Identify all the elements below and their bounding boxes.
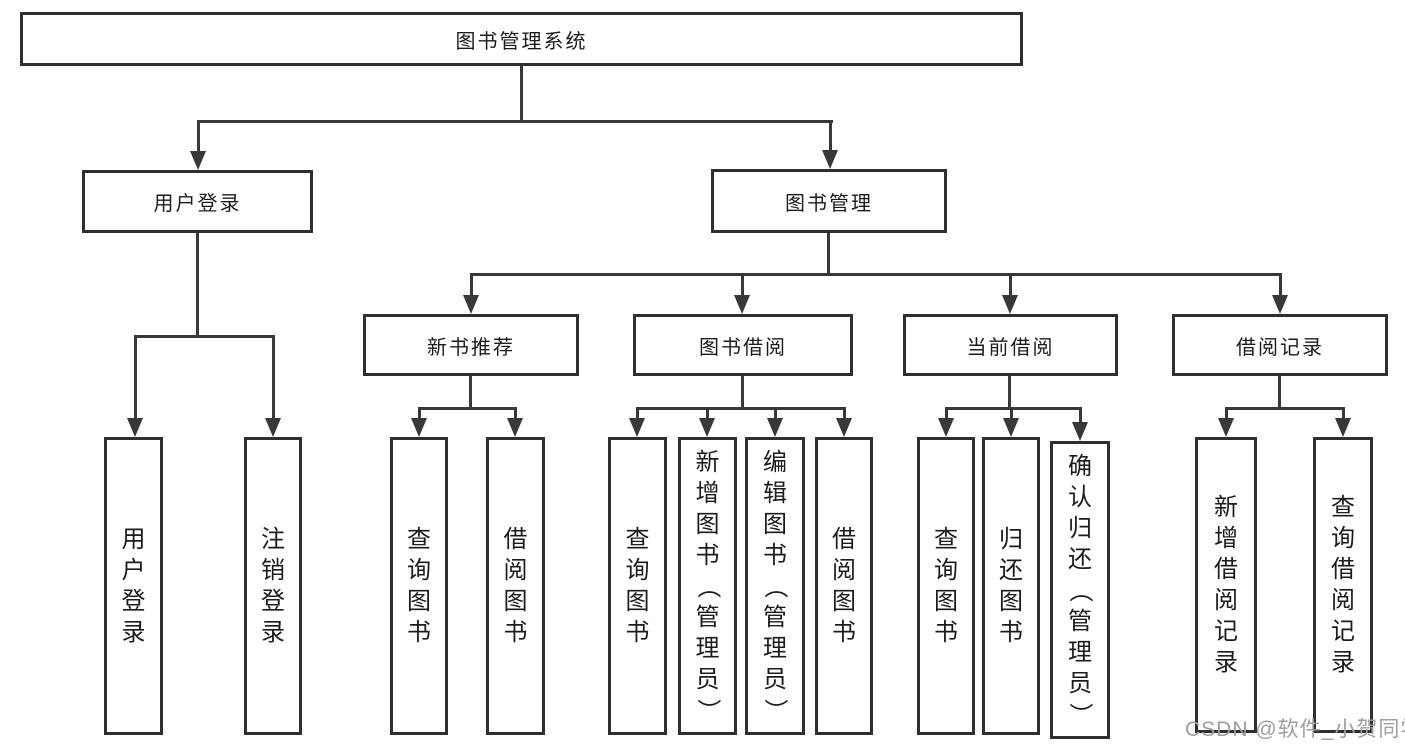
node-label: 编辑图书（管理员） — [761, 448, 789, 723]
connector-line — [1009, 273, 1012, 298]
connector-line — [514, 407, 517, 420]
leaf-return-books: 归还图书 — [982, 437, 1040, 735]
arrow-down — [734, 295, 750, 314]
leaf-add-borrow-record: 新增借阅记录 — [1195, 437, 1257, 733]
connector-line — [945, 407, 1082, 410]
arrow-down — [1002, 295, 1018, 314]
node-label: 用户登录 — [121, 526, 146, 646]
arrow-down — [127, 418, 143, 437]
node-label: 查询借阅记录 — [1331, 494, 1355, 676]
arrow-down — [190, 151, 206, 170]
connector-line — [470, 273, 473, 298]
connector-line — [1010, 407, 1013, 420]
node-borrow-records: 借阅记录 — [1172, 314, 1388, 376]
connector-line — [774, 407, 777, 420]
connector-line — [470, 273, 1282, 276]
node-book-borrowing: 图书借阅 — [633, 314, 853, 376]
node-label: 用户登录 — [153, 193, 242, 215]
connector-line — [741, 376, 744, 410]
arrow-down — [1218, 418, 1234, 437]
arrow-down — [629, 418, 645, 437]
node-book-management: 图书管理 — [711, 169, 947, 233]
connector-line — [272, 335, 275, 421]
connector-line — [945, 407, 948, 420]
arrow-down — [938, 418, 954, 437]
arrow-down — [767, 418, 783, 437]
connector-line — [196, 233, 199, 338]
leaf-confirm-return-admin: 确认归还（管理员） — [1050, 441, 1110, 739]
leaf-query-books-borrowing: 查询图书 — [608, 437, 667, 735]
leaf-query-borrow-record: 查询借阅记录 — [1313, 437, 1373, 733]
connector-line — [1225, 407, 1345, 410]
node-label: 借阅图书 — [832, 526, 856, 646]
arrow-down — [822, 150, 838, 169]
node-label: 新增借阅记录 — [1214, 494, 1238, 676]
leaf-edit-books-admin: 编辑图书（管理员） — [745, 437, 805, 735]
connector-line — [418, 407, 517, 410]
node-label: 借阅图书 — [503, 526, 528, 646]
arrow-down — [507, 418, 523, 437]
leaf-add-books-admin: 新增图书（管理员） — [678, 437, 737, 735]
connector-line — [197, 120, 200, 154]
connector-line — [1225, 407, 1228, 420]
connector-line — [1008, 376, 1011, 410]
leaf-user-login: 用户登录 — [104, 437, 163, 735]
node-label: 查询图书 — [407, 526, 431, 646]
node-label: 图书管理 — [785, 192, 873, 215]
node-label: 当前借阅 — [966, 336, 1055, 359]
arrow-down — [1072, 422, 1088, 441]
node-label: 注销登录 — [261, 526, 285, 646]
connector-line — [1278, 376, 1281, 410]
arrow-down — [699, 418, 715, 437]
arrow-down — [265, 418, 281, 437]
arrow-down — [463, 295, 479, 314]
csdn-watermark: CSDN @软件_小贺同学 — [1185, 718, 1405, 741]
arrow-down — [411, 418, 427, 437]
node-current-borrowing: 当前借阅 — [903, 314, 1118, 376]
node-label: 确认归还（管理员） — [1066, 452, 1094, 727]
node-label: 归还图书 — [999, 526, 1023, 646]
node-label: 新增图书（管理员） — [694, 448, 721, 723]
connector-line — [134, 335, 275, 338]
leaf-query-books-recommend: 查询图书 — [390, 437, 448, 735]
node-label: 图书借阅 — [699, 336, 787, 359]
connector-line — [827, 233, 830, 276]
connector-line — [1079, 407, 1082, 423]
connector-line — [520, 66, 523, 121]
leaf-borrow-books: 借阅图书 — [815, 437, 873, 735]
leaf-logout: 注销登录 — [244, 437, 302, 735]
connector-line — [1279, 273, 1282, 298]
leaf-query-books-current: 查询图书 — [917, 437, 975, 735]
connector-line — [1342, 407, 1345, 420]
connector-line — [134, 335, 137, 421]
node-library-management-system: 图书管理系统 — [20, 12, 1023, 66]
connector-line — [636, 407, 846, 410]
connector-line — [636, 407, 639, 420]
node-user-login: 用户登录 — [82, 170, 313, 233]
leaf-borrow-books-recommend: 借阅图书 — [486, 437, 545, 735]
connector-line — [843, 407, 846, 420]
connector-line — [197, 120, 833, 123]
node-label: 借阅记录 — [1236, 336, 1324, 359]
arrow-down — [1003, 418, 1019, 437]
connector-line — [469, 376, 472, 410]
node-label: 图书管理系统 — [455, 30, 588, 53]
arrow-down — [1272, 295, 1288, 314]
arrow-down — [1335, 418, 1351, 437]
arrow-down — [836, 418, 852, 437]
connector-line — [418, 407, 421, 420]
connector-line — [829, 120, 832, 154]
connector-line — [741, 273, 744, 298]
node-label: 查询图书 — [625, 526, 650, 646]
node-label: 新书推荐 — [427, 336, 515, 359]
node-new-book-recommend: 新书推荐 — [363, 314, 579, 376]
node-label: 查询图书 — [934, 526, 958, 646]
connector-line — [706, 407, 709, 420]
